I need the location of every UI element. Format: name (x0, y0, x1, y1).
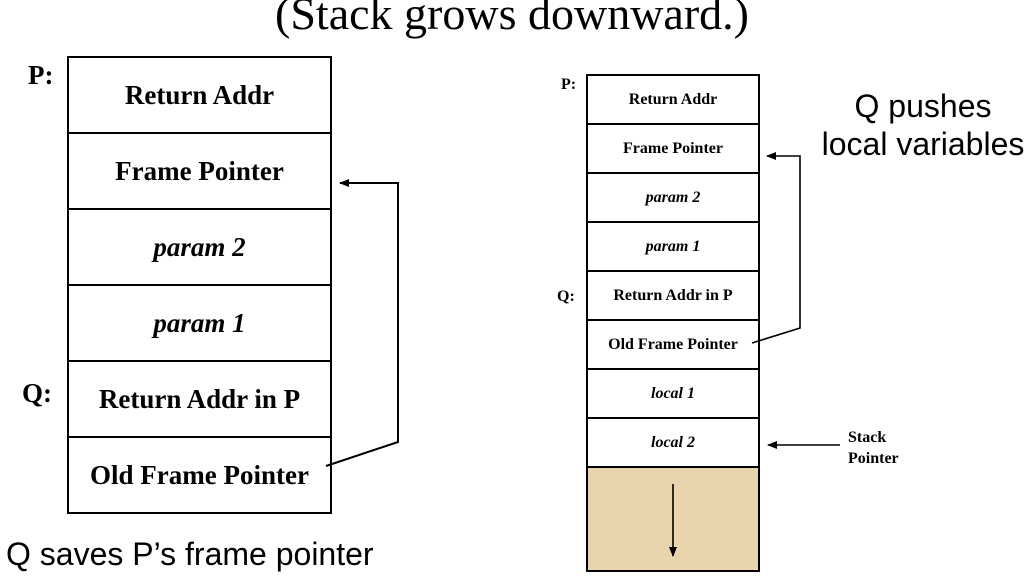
left-cell-return-addr-in-p: Return Addr in P (67, 360, 332, 438)
right-caption: Q pushes local variables (818, 88, 1024, 164)
left-frame-link-arrow (325, 179, 399, 467)
right-caption-line-1: Q pushes (854, 88, 992, 124)
right-cell-local-2: local 2 (586, 417, 760, 468)
left-caption: Q saves P’s frame pointer (6, 536, 374, 572)
right-cell-return-addr-in-p: Return Addr in P (586, 270, 760, 321)
right-label-q: Q: (557, 288, 575, 305)
stack-pointer-label: Stack Pointer (848, 428, 899, 470)
right-cell-old-frame-pointer: Old Frame Pointer (586, 319, 760, 370)
left-label-q: Q: (22, 378, 52, 408)
left-cell-old-frame-pointer: Old Frame Pointer (67, 436, 332, 514)
right-cell-param-2: param 2 (586, 172, 760, 223)
right-label-p: P: (561, 76, 577, 93)
left-stack: Return Addr Frame Pointer param 2 param … (67, 56, 332, 514)
right-cell-return-addr: Return Addr (586, 74, 760, 125)
right-caption-line-2: local variables (821, 125, 1024, 162)
left-cell-param-1: param 1 (67, 284, 332, 362)
left-cell-return-addr: Return Addr (67, 56, 332, 134)
diagram-title: (Stack grows downward.) (275, 0, 749, 39)
stack-pointer-label-line-2: Pointer (848, 449, 899, 467)
left-label-p: P: (28, 60, 54, 90)
right-stack: Return Addr Frame Pointer param 2 param … (586, 74, 760, 572)
right-cell-frame-pointer: Frame Pointer (586, 123, 760, 174)
free-stack-region (586, 466, 760, 572)
stack-pointer-label-line-1: Stack (848, 429, 887, 446)
right-cell-param-1: param 1 (586, 221, 760, 272)
left-cell-frame-pointer: Frame Pointer (67, 132, 332, 210)
right-cell-local-1: local 1 (586, 368, 760, 419)
left-cell-param-2: param 2 (67, 208, 332, 286)
